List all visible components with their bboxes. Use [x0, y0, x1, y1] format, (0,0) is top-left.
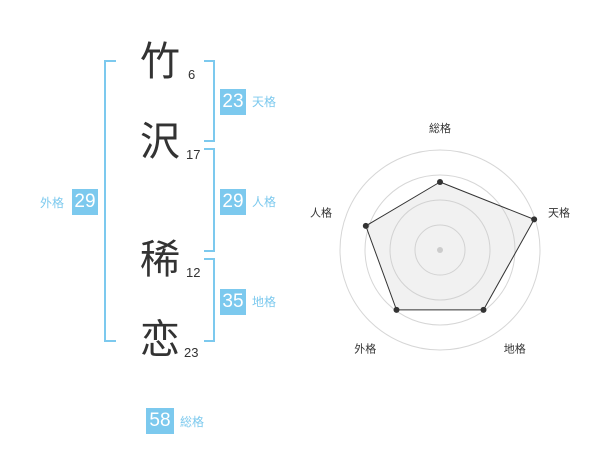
ten-value-badge: 23 — [220, 89, 246, 115]
radar-axis-label-2: 天格 — [548, 205, 570, 219]
radar-axis-label-4: 外格 — [354, 342, 376, 356]
radar-point-5 — [362, 222, 369, 229]
sou-value-badge: 58 — [146, 408, 174, 434]
chi-label: 地格 — [252, 295, 277, 309]
radar-point-3 — [480, 306, 487, 313]
radar-point-2 — [531, 216, 538, 223]
stroke-count-4: 23 — [184, 345, 199, 360]
chi-bracket — [204, 258, 215, 342]
radar-ring — [339, 149, 541, 351]
radar-polygon — [365, 181, 535, 311]
chi-value-badge: 35 — [220, 289, 246, 315]
radar-axis-label-3: 地格 — [504, 342, 526, 356]
stroke-count-3: 12 — [186, 265, 201, 280]
radar-ring — [414, 224, 466, 276]
name-char-1: 竹 — [140, 39, 180, 85]
stroke-count-1: 6 — [188, 67, 196, 82]
ten-label: 天格 — [252, 95, 277, 109]
name-char-3: 稀 — [140, 237, 180, 283]
radar-ring — [364, 174, 516, 326]
sou-label: 総格 — [180, 415, 205, 429]
radar-point-1 — [437, 179, 443, 185]
gai-label: 外格 — [40, 196, 65, 210]
gai-bracket — [104, 60, 116, 342]
radar-axis-label-5: 人格 — [310, 205, 332, 219]
name-char-2: 沢 — [140, 119, 180, 165]
radar-axis-label-1: 総格 — [429, 121, 451, 135]
radar-point-4 — [393, 306, 400, 313]
radar-center-dot — [437, 247, 443, 253]
jin-value-badge: 29 — [220, 189, 246, 215]
jin-label: 人格 — [252, 195, 277, 209]
ten-bracket — [204, 60, 215, 142]
jin-bracket — [204, 148, 215, 252]
radar-ring — [389, 199, 491, 301]
gai-value-badge: 29 — [72, 189, 98, 215]
name-char-4: 恋 — [140, 317, 180, 363]
stroke-count-2: 17 — [186, 147, 201, 162]
